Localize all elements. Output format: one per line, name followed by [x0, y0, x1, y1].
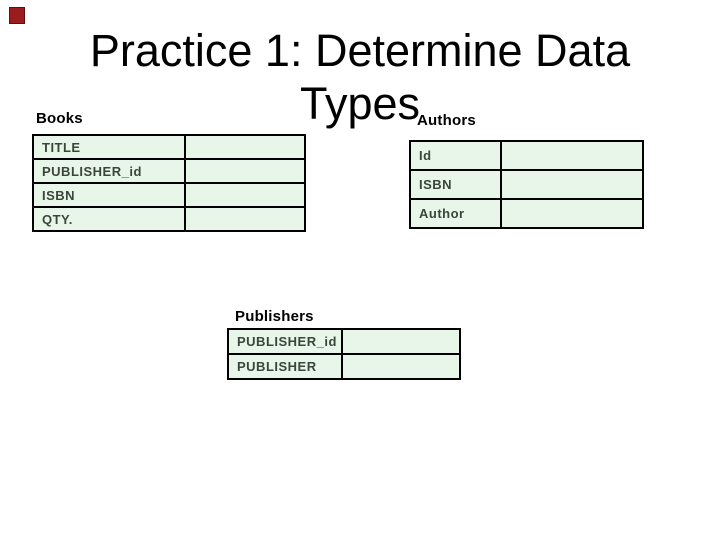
value-cell: [184, 182, 306, 208]
slide-title: Practice 1: Determine Data Types: [0, 24, 720, 130]
field-cell: PUBLISHER_id: [227, 328, 343, 355]
authors-row-author: Author: [409, 198, 644, 229]
field-cell: Author: [409, 198, 502, 229]
value-cell: [500, 169, 644, 200]
field-cell: PUBLISHER: [227, 353, 343, 380]
authors-row-id: Id: [409, 140, 644, 171]
books-row-qty: QTY.: [32, 206, 306, 232]
field-cell: TITLE: [32, 134, 186, 160]
field-cell: ISBN: [32, 182, 186, 208]
books-table-label: Books: [36, 110, 83, 127]
publishers-table-label: Publishers: [235, 308, 314, 325]
value-cell: [500, 140, 644, 171]
field-cell: Id: [409, 140, 502, 171]
value-cell: [500, 198, 644, 229]
books-row-isbn: ISBN: [32, 182, 306, 208]
slide-title-line2: Types: [299, 78, 421, 129]
value-cell: [184, 134, 306, 160]
field-cell: PUBLISHER_id: [32, 158, 186, 184]
slide-title-line1: Practice 1: Determine Data: [89, 25, 631, 76]
books-row-publisher-id: PUBLISHER_id: [32, 158, 306, 184]
authors-table: Id ISBN Author: [409, 140, 644, 229]
field-cell: ISBN: [409, 169, 502, 200]
publishers-table: PUBLISHER_id PUBLISHER: [227, 328, 461, 380]
authors-table-label: Authors: [417, 112, 476, 129]
value-cell: [341, 328, 461, 355]
books-table: TITLE PUBLISHER_id ISBN QTY.: [32, 134, 306, 232]
publishers-row-publisher-id: PUBLISHER_id: [227, 328, 461, 355]
field-cell: QTY.: [32, 206, 186, 232]
value-cell: [184, 158, 306, 184]
value-cell: [184, 206, 306, 232]
corner-accent-square: [9, 7, 25, 24]
authors-row-isbn: ISBN: [409, 169, 644, 200]
books-row-title: TITLE: [32, 134, 306, 160]
publishers-row-publisher: PUBLISHER: [227, 353, 461, 380]
value-cell: [341, 353, 461, 380]
